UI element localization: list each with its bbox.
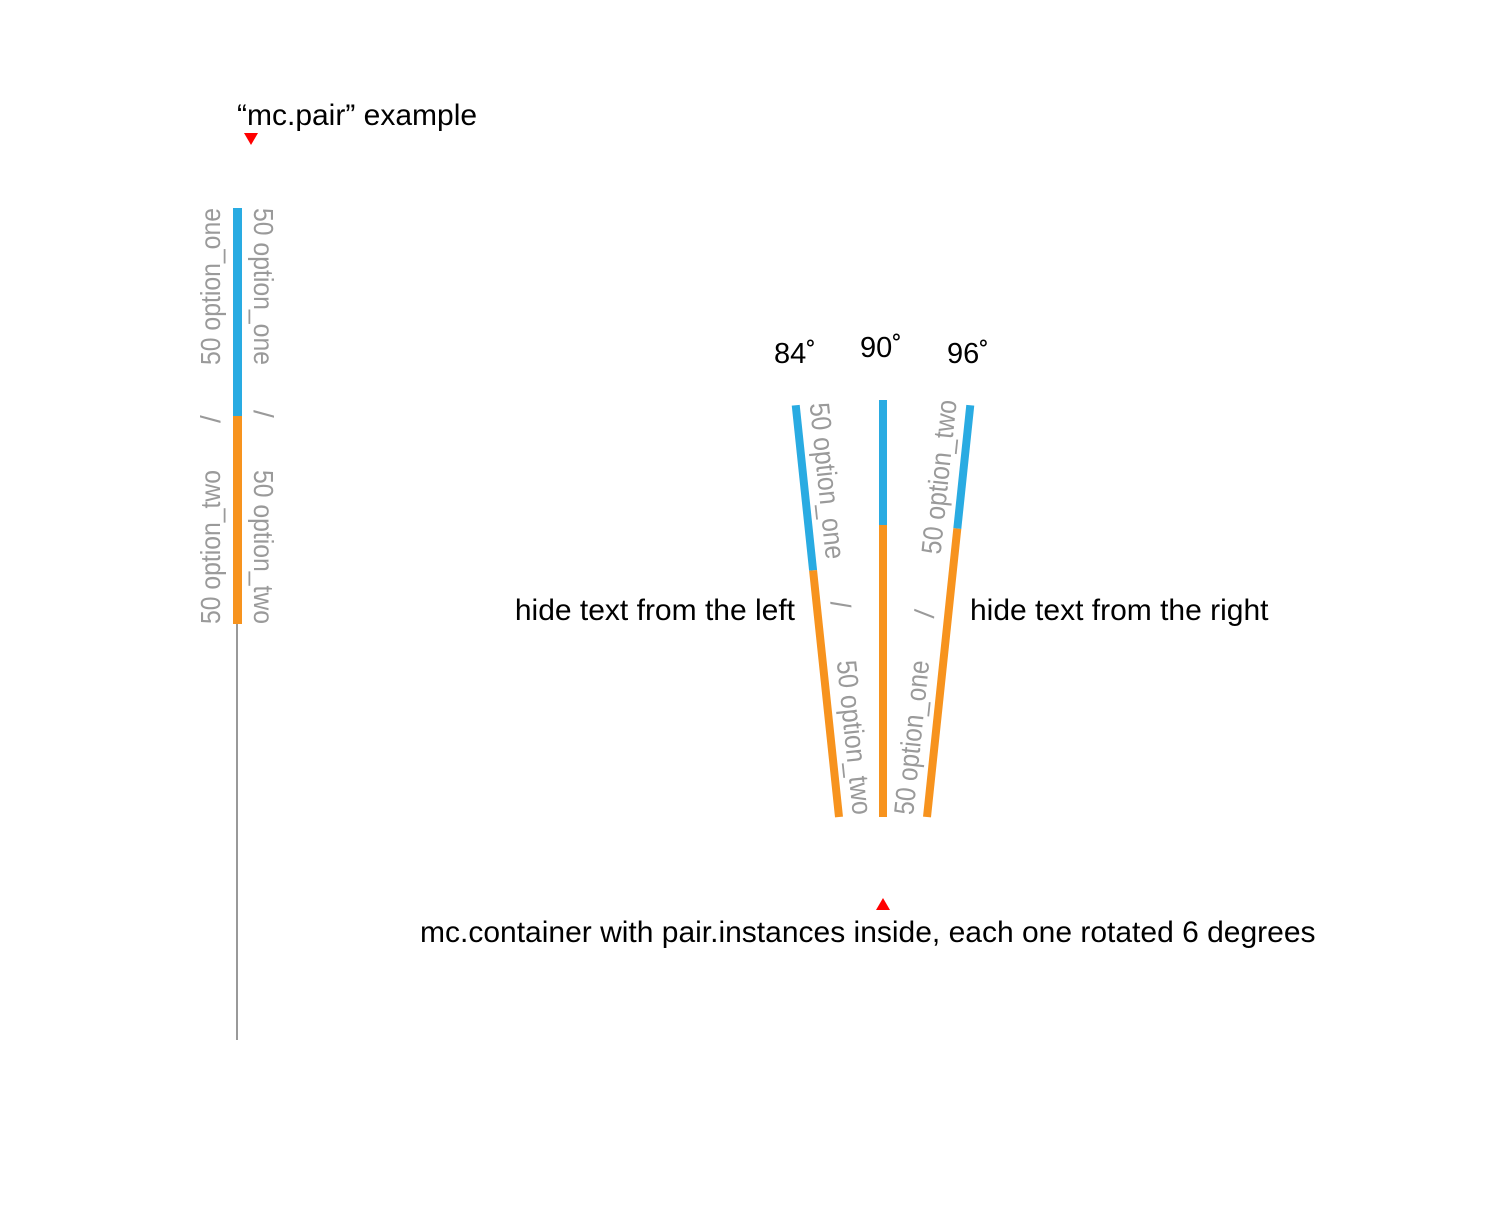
right-rotated-pair: 50 option_two / 50 option_one — [888, 398, 975, 818]
pair-right-text-two: 50 option_two — [248, 470, 279, 624]
hide-right-label: hide text from the right — [970, 594, 1269, 627]
angle-label-96: 96˚ — [947, 338, 989, 370]
hide-left-label: hide text from the left — [515, 594, 796, 627]
pair-bar-option-two — [233, 416, 242, 624]
right-bar-option-two — [923, 528, 962, 818]
left-bar-option-one — [791, 404, 818, 571]
left-rotated-pair: 50 option_one / 50 option_two — [791, 401, 878, 818]
angle-label-90: 90˚ — [860, 332, 902, 364]
center-bar-option-two — [879, 525, 887, 817]
left-bar-text-sep: / — [824, 599, 856, 610]
pair-left-text-sep: / — [195, 415, 226, 423]
pair-left-text-two: 50 option_two — [195, 470, 226, 624]
angle-label-84: 84˚ — [774, 338, 816, 370]
left-bar-option-two — [809, 569, 843, 818]
center-bar-option-one — [879, 400, 887, 525]
container-caption: mc.container with pair.instances inside,… — [420, 916, 1316, 949]
pair-left-text-one: 50 option_one — [195, 208, 226, 365]
pair-example-title: “mc.pair” example — [237, 99, 477, 132]
down-marker-icon — [244, 133, 258, 145]
right-bar-option-one — [953, 404, 975, 530]
up-marker-icon — [876, 898, 890, 910]
pair-bar-option-one — [233, 208, 242, 416]
right-bar-text-sep: / — [909, 608, 941, 619]
pair-right-text-sep: / — [248, 410, 279, 418]
pair-right-text-one: 50 option_one — [248, 208, 279, 365]
